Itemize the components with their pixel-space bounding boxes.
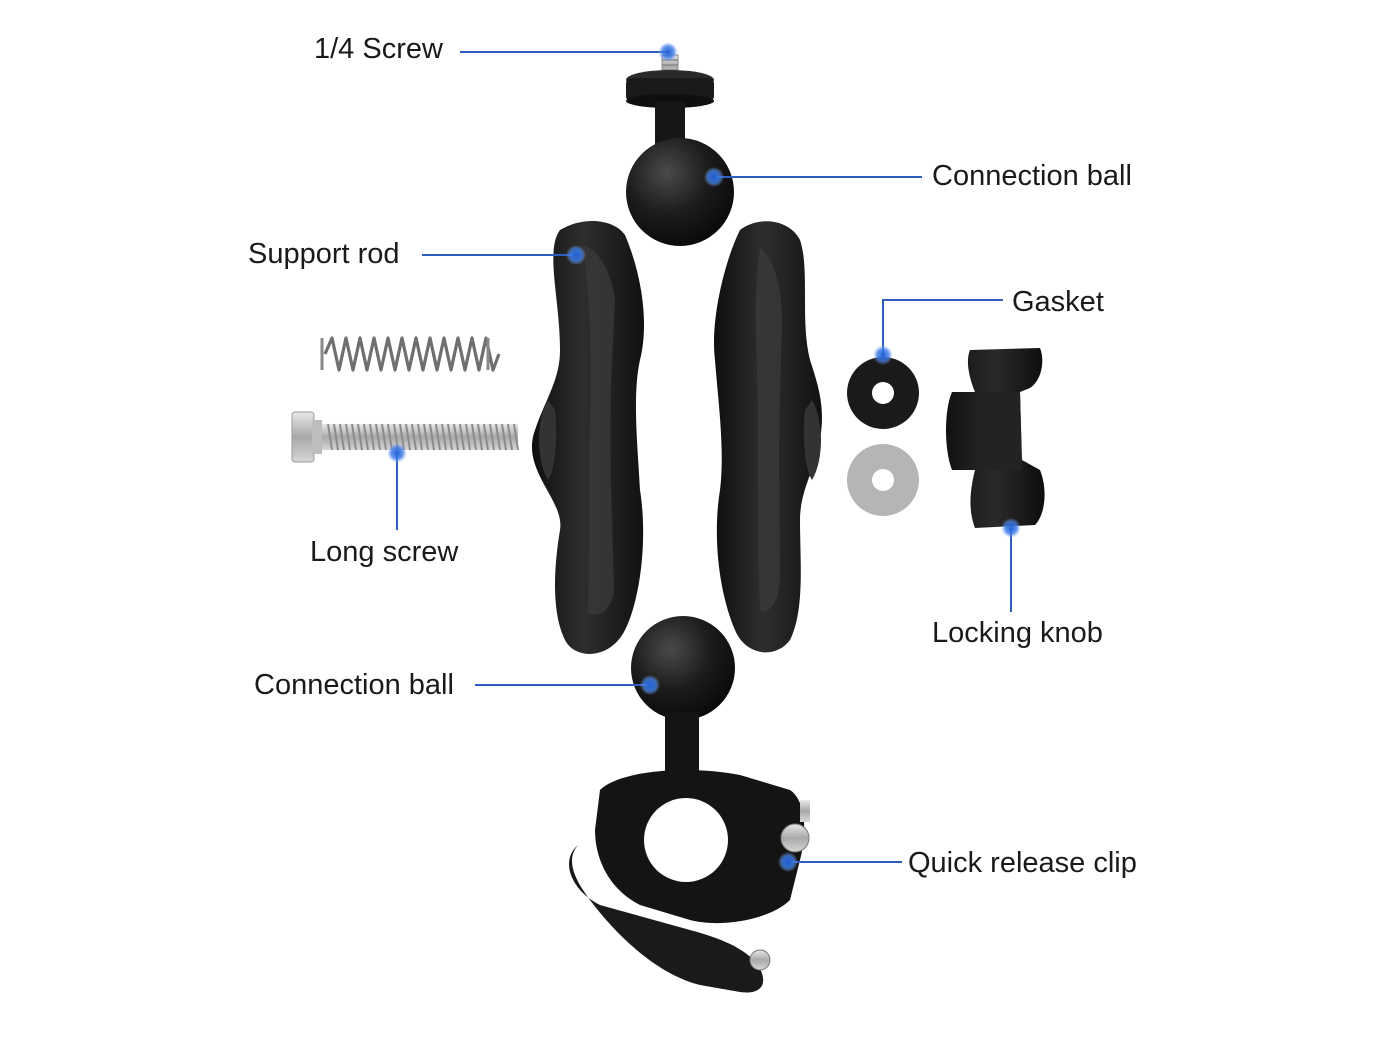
dot-quick-release-clip xyxy=(778,852,798,872)
long-screw-part xyxy=(291,411,519,463)
label-gasket: Gasket xyxy=(1012,286,1104,318)
label-connection-ball-top: Connection ball xyxy=(932,160,1132,192)
dot-gasket xyxy=(873,345,893,365)
dot-connection-ball-top xyxy=(704,167,724,187)
label-support-rod: Support rod xyxy=(248,238,400,270)
label-long-screw: Long screw xyxy=(310,536,459,568)
left-support-rod-part xyxy=(531,220,645,654)
label-screw-quarter: 1/4 Screw xyxy=(314,33,443,65)
dot-screw-quarter xyxy=(658,42,678,62)
spring-part xyxy=(320,336,501,372)
label-locking-knob: Locking knob xyxy=(932,617,1103,649)
dot-long-screw xyxy=(387,443,407,463)
leader-lines xyxy=(396,51,1012,863)
dot-support-rod xyxy=(566,245,586,265)
label-quick-release-clip: Quick release clip xyxy=(908,847,1137,879)
gasket-light-part xyxy=(847,444,919,516)
label-connection-ball-bottom: Connection ball xyxy=(254,669,454,701)
leader-gasket xyxy=(882,299,1003,355)
top-connection-ball-part xyxy=(626,54,734,246)
locking-knob-part xyxy=(946,348,1045,528)
bottom-connection-ball-part xyxy=(631,616,735,772)
dot-locking-knob xyxy=(1001,518,1021,538)
gasket-dark-part xyxy=(847,357,919,429)
callout-dots xyxy=(387,42,1021,872)
dot-connection-ball-bottom xyxy=(640,675,660,695)
quick-release-clip-part xyxy=(569,770,810,993)
right-support-rod-part xyxy=(714,221,822,653)
